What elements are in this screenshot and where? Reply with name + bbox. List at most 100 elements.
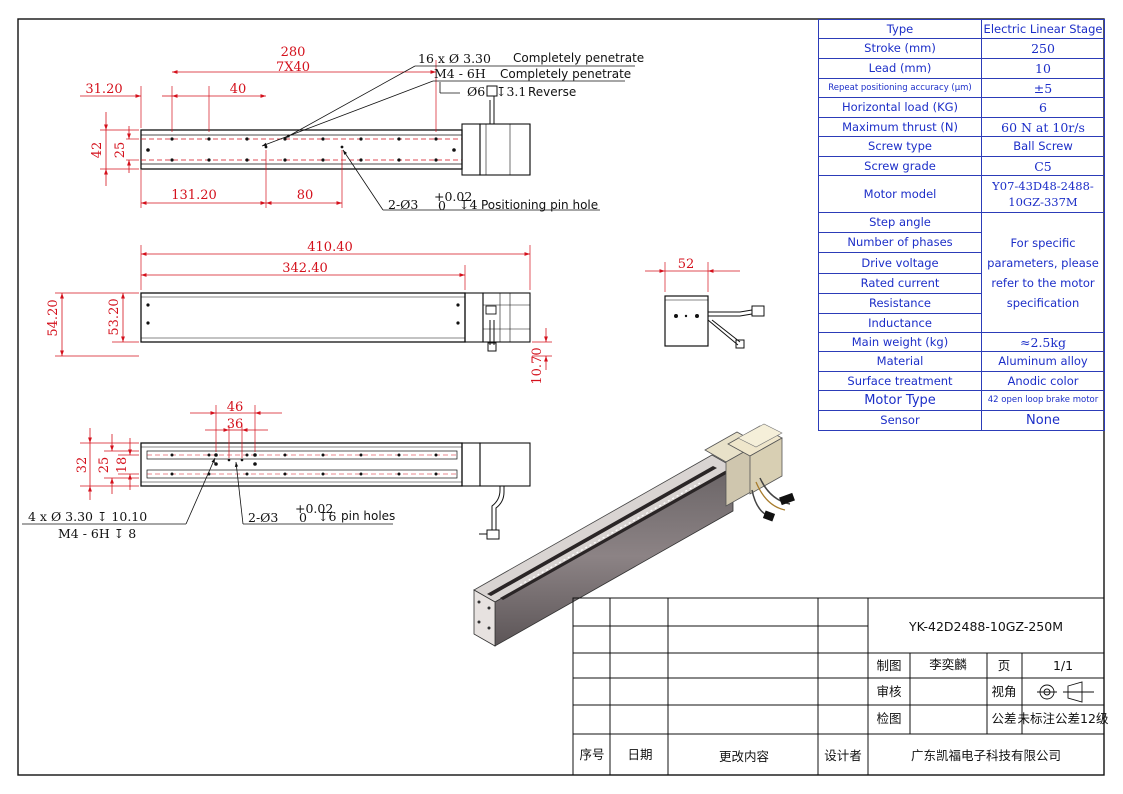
- dim-80: 80: [297, 188, 314, 203]
- spec-key: Material: [818, 351, 982, 372]
- tol-label: 公差: [991, 711, 1016, 726]
- spec-key: Motor model: [818, 175, 982, 213]
- dim-342-40: 342.40: [282, 261, 328, 276]
- spec-key: Main weight (kg): [818, 332, 982, 352]
- dim-46: 46: [227, 400, 244, 415]
- spec-row-thrust: Maximum thrust (N) 60 N at 10r/s: [818, 117, 1105, 137]
- spec-value: Y07-43D48-2488-10GZ-337M: [981, 175, 1105, 213]
- callout-thread-a: M4 - 6H: [434, 66, 486, 81]
- dim-410-40: 410.40: [307, 240, 353, 255]
- spec-key: Lead (mm): [818, 58, 982, 79]
- dim-32: 32: [75, 457, 90, 474]
- callout-cbore-b: ↧3.1: [496, 84, 526, 99]
- spec-row-screw-type: Screw type Ball Screw: [818, 136, 1105, 157]
- spec-key: Screw grade: [818, 156, 982, 176]
- callout-cbore-a: Ø6: [467, 84, 485, 99]
- callout-a2: M4 - 6H ↧ 8: [58, 526, 136, 541]
- spec-row-surface: Surface treatment Anodic color: [818, 371, 1105, 391]
- dim-25: 25: [113, 142, 128, 159]
- top-view: 280 7X40 31.20 40 42 25 131.20 80 16 x Ø…: [80, 45, 644, 213]
- dim-31-20: 31.20: [85, 82, 122, 97]
- dim-42: 42: [90, 142, 105, 159]
- review-label: 审核: [876, 684, 902, 699]
- dim-36: 36: [227, 417, 244, 432]
- top-view-body: [140, 129, 463, 170]
- spec-row-material: Material Aluminum alloy: [818, 351, 1105, 372]
- callout-thread-b: Completely penetrate: [500, 67, 631, 81]
- bottom-view-body: [140, 442, 463, 487]
- spec-row-drive-voltage: Drive voltage: [818, 252, 1105, 274]
- spec-value: Anodic color: [981, 371, 1105, 391]
- drawn-name: 李奕麟: [929, 657, 967, 672]
- check-label: 检图: [876, 711, 901, 726]
- side-view: 410.40 342.40 54.20 53.20 10.70: [46, 240, 552, 385]
- dim-25-bottom: 25: [97, 457, 112, 474]
- drawn-label: 制图: [876, 658, 901, 673]
- spec-key: Sensor: [818, 410, 982, 431]
- company-name: 广东凯福电子科技有限公司: [911, 748, 1061, 763]
- page-label: 页: [998, 658, 1011, 673]
- callout-pin-c: Positioning pin hole: [481, 198, 598, 212]
- spec-row-type: Type Electric Linear Stage: [818, 19, 1105, 39]
- end-view: 52: [645, 257, 765, 349]
- date-label: 日期: [627, 747, 652, 762]
- spec-value: ≈2.5kg: [981, 332, 1105, 352]
- page-value: 1/1: [1053, 658, 1073, 673]
- dim-40: 40: [230, 82, 247, 97]
- side-view-motor: [482, 292, 531, 343]
- callout-holes-a: 16 x Ø 3.30: [418, 51, 491, 66]
- spec-value: 10: [981, 58, 1105, 79]
- spec-key: Maximum thrust (N): [818, 117, 982, 137]
- callout-pin-tol-lower: 0: [438, 198, 446, 213]
- spec-key: Surface treatment: [818, 371, 982, 391]
- spec-value: C5: [981, 156, 1105, 176]
- motor-spec-note: For specific parameters, please refer to…: [981, 212, 1105, 333]
- title-block: [572, 597, 1105, 776]
- spec-value: None: [981, 410, 1105, 431]
- dim-18: 18: [115, 457, 130, 474]
- change-label: 更改内容: [719, 749, 769, 764]
- spec-value: 6: [981, 97, 1105, 118]
- callout-b-tol-lower: 0: [299, 510, 307, 525]
- view-label: 视角: [991, 684, 1016, 699]
- dim-54-20: 54.20: [46, 299, 61, 336]
- spec-table: Type Electric Linear Stage Stroke (mm) 2…: [818, 19, 1105, 431]
- spec-row-sensor: Sensor None: [818, 410, 1105, 431]
- spec-row-accuracy: Repeat positioning accuracy (μm) ±5: [818, 78, 1105, 98]
- dim-280: 280: [281, 45, 306, 60]
- part-number: YK-42D2488-10GZ-250M: [908, 619, 1063, 634]
- spec-row-step-angle: Step angle For specific parameters, plea…: [818, 212, 1105, 333]
- spec-key: Number of phases: [818, 232, 982, 253]
- spec-key: Horizontal load (KG): [818, 97, 982, 118]
- spec-value: 250: [981, 38, 1105, 59]
- callout-b2: ↧6: [318, 509, 336, 524]
- spec-row-weight: Main weight (kg) ≈2.5kg: [818, 332, 1105, 352]
- callout-holes-b: Completely penetrate: [513, 51, 644, 65]
- spec-key: Type: [818, 19, 982, 39]
- bottom-view: 46 36 32 25 18 4 x Ø 3.30 ↧ 10.10 M4 - 6…: [22, 400, 531, 541]
- spec-value: Ball Screw: [981, 136, 1105, 157]
- spec-key: Drive voltage: [818, 252, 982, 274]
- dim-7x40: 7X40: [276, 60, 310, 75]
- spec-row-horizontal-load: Horizontal load (KG) 6: [818, 97, 1105, 118]
- callout-b3: pin holes: [341, 509, 395, 523]
- spec-key: Rated current: [818, 273, 982, 294]
- callout-b-tol-upper: +0.02: [295, 501, 333, 516]
- dim-131-20: 131.20: [171, 188, 217, 203]
- callout-pin-tol-upper: +0.02: [434, 189, 472, 204]
- spec-row-stroke: Stroke (mm) 250: [818, 38, 1105, 59]
- callout-b1: 2-Ø3: [248, 510, 278, 525]
- projection-symbol-icon: [1037, 681, 1094, 703]
- side-view-body: [140, 292, 466, 343]
- spec-key: Screw type: [818, 136, 982, 157]
- spec-key: Resistance: [818, 293, 982, 314]
- spec-row-motor-type: Motor Type 42 open loop brake motor: [818, 390, 1105, 411]
- spec-key: Inductance: [818, 313, 982, 333]
- top-view-motor: [479, 123, 531, 176]
- callout-pin-a: 2-Ø3: [388, 197, 418, 212]
- spec-row-screw-grade: Screw grade C5: [818, 156, 1105, 176]
- spec-value: Electric Linear Stage: [981, 19, 1105, 39]
- spec-key: Step angle: [818, 212, 982, 233]
- spec-key: Motor Type: [818, 390, 982, 411]
- callout-cbore-c: Reverse: [528, 85, 576, 99]
